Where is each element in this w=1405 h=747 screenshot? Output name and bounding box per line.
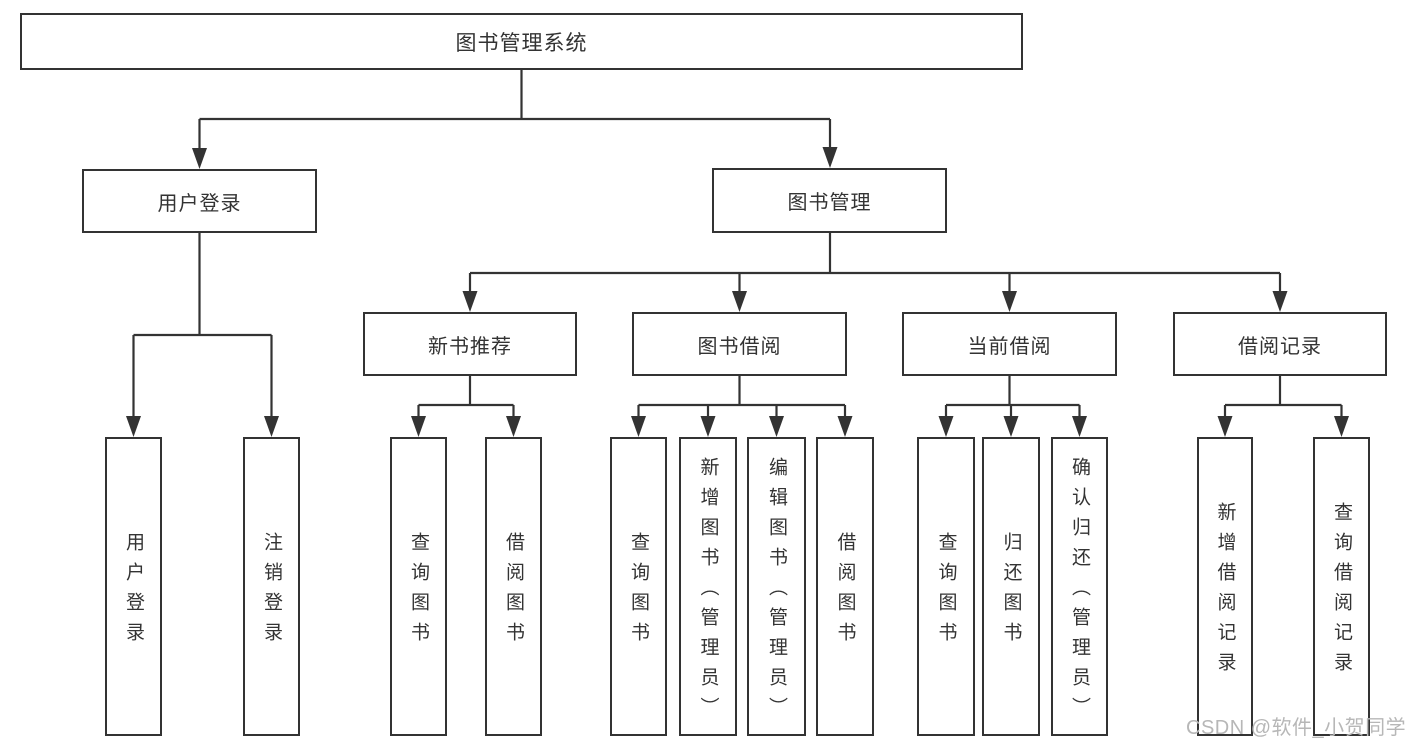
node-label: 用户登录 (123, 531, 144, 652)
node-label: 图书管理系统 (455, 31, 588, 55)
leaf-add-books-admin: 新增图书（管理员） (679, 437, 737, 736)
node-label: 借阅图书 (503, 531, 524, 652)
node-new-book-recommend: 新书推荐 (363, 312, 577, 376)
leaf-borrow-books-2: 借阅图书 (816, 437, 874, 736)
leaf-edit-books-admin: 编辑图书（管理员） (747, 437, 806, 736)
node-label: 借阅图书 (834, 531, 856, 652)
leaf-return-books: 归还图书 (982, 437, 1040, 736)
node-label: 查询图书 (935, 531, 957, 652)
node-borrow-records: 借阅记录 (1173, 312, 1387, 376)
node-label: 图书借阅 (697, 335, 782, 358)
node-label: 注销登录 (261, 531, 282, 652)
leaf-add-borrow-record: 新增借阅记录 (1197, 437, 1253, 736)
arrowheads (126, 147, 1349, 437)
node-label: 查询借阅记录 (1331, 501, 1352, 682)
node-label: 归还图书 (1000, 531, 1022, 652)
leaf-borrow-books-1: 借阅图书 (485, 437, 542, 736)
leaf-confirm-return-admin: 确认归还（管理员） (1051, 437, 1108, 736)
node-label: 查询图书 (408, 531, 429, 652)
node-book-borrow: 图书借阅 (632, 312, 847, 376)
node-label: 编辑图书（管理员） (766, 456, 787, 727)
node-book-management: 图书管理 (712, 168, 947, 233)
node-label: 借阅记录 (1238, 335, 1322, 358)
node-user-login: 用户登录 (82, 169, 317, 233)
leaf-query-books-3: 查询图书 (917, 437, 975, 736)
node-library-system: 图书管理系统 (20, 13, 1023, 70)
node-label: 新增借阅记录 (1214, 501, 1236, 682)
leaf-query-books-2: 查询图书 (610, 437, 667, 736)
leaf-logout: 注销登录 (243, 437, 300, 736)
node-label: 用户登录 (157, 192, 242, 215)
node-label: 新书推荐 (428, 335, 512, 358)
node-label: 图书管理 (787, 192, 872, 214)
node-label: 新增图书（管理员） (697, 456, 719, 727)
leaf-query-books-1: 查询图书 (390, 437, 447, 736)
node-label: 查询图书 (628, 531, 649, 652)
node-label: 当前借阅 (967, 335, 1052, 358)
tree-edges (132, 70, 1343, 422)
node-label: 确认归还（管理员） (1069, 456, 1090, 727)
leaf-query-borrow-record: 查询借阅记录 (1313, 437, 1370, 736)
node-current-borrow: 当前借阅 (902, 312, 1117, 376)
csdn-watermark: CSDN @软件_小贺同学 (1186, 717, 1405, 739)
leaf-user-login: 用户登录 (105, 437, 162, 736)
